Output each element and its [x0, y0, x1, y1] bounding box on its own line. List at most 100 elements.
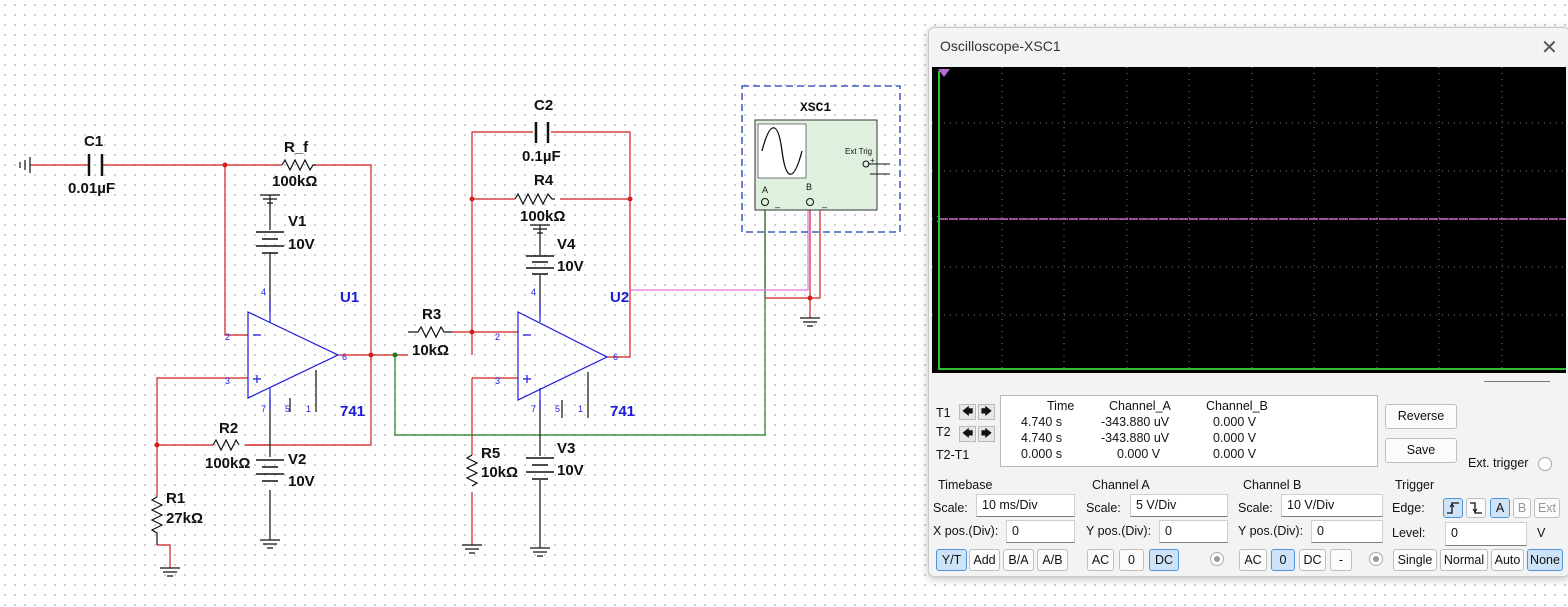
window-title: Oscilloscope-XSC1	[940, 38, 1061, 54]
channel-a-dc-button[interactable]: DC	[1149, 549, 1179, 571]
v2-value: 10V	[288, 473, 315, 490]
c2-value: 0.1µF	[522, 148, 561, 165]
timebase-scale-field[interactable]: 10 ms/Div	[976, 494, 1075, 517]
col-time: Time	[1047, 399, 1075, 413]
channel-b-ac-button[interactable]: AC	[1239, 549, 1267, 571]
pin-label: 6	[342, 352, 347, 362]
t1-left-arrow-icon[interactable]: 🡄	[959, 404, 976, 420]
pin-label: 3	[495, 376, 500, 386]
t2-time: 4.740 s	[1021, 431, 1063, 445]
t2-left-arrow-icon[interactable]: 🡄	[959, 426, 976, 442]
opamp-icon	[247, 300, 609, 410]
channel-b-marker	[936, 215, 941, 223]
magenta-wire	[630, 205, 809, 291]
save-button[interactable]: Save	[1385, 438, 1457, 463]
timebase-title: Timebase	[938, 478, 993, 492]
trigger-single-button[interactable]: Single	[1393, 549, 1437, 571]
pin-label: 6	[613, 352, 618, 362]
pin-label: 4	[531, 287, 536, 297]
ext-trigger-label: Ext. trigger	[1468, 456, 1529, 470]
mode-ba-button[interactable]: B/A	[1003, 549, 1034, 571]
channel-a-title: Channel A	[1092, 478, 1150, 492]
pin-b-minus: _	[821, 198, 828, 208]
r5-name: R5	[481, 445, 500, 462]
xsc1-label: XSC1	[800, 100, 831, 115]
trigger-level-field[interactable]: 0	[1445, 522, 1527, 546]
xpos-field[interactable]: 0	[1006, 520, 1075, 543]
channel-a-ac-button[interactable]: AC	[1087, 549, 1114, 571]
schematic-canvas[interactable]: 2 3 4 6 7 5 1 2 3 4 6 7 5 1 C1 0.01µF R_…	[0, 0, 930, 607]
trigger-source-ext-button[interactable]: Ext	[1534, 498, 1560, 518]
channel-b-scale-field[interactable]: 10 V/Div	[1281, 494, 1383, 517]
xsc1-instrument[interactable]: XSC1 Ext Trig + A B _ _	[741, 85, 901, 233]
t1-right-arrow-icon[interactable]: 🡆	[978, 404, 995, 420]
pin-b-label: B	[806, 182, 812, 192]
col-channel-b: Channel_B	[1206, 399, 1268, 413]
t1-channel-b: 0.000 V	[1213, 415, 1257, 429]
pin-a-label: A	[762, 185, 768, 195]
ext-trigger-radio[interactable]	[1538, 457, 1552, 471]
channel-a-ypos-label: Y pos.(Div):	[1086, 524, 1152, 538]
channel-b-zero-button[interactable]: 0	[1271, 549, 1295, 571]
trigger-none-button[interactable]: None	[1527, 549, 1563, 571]
t1-label: T1	[936, 406, 951, 420]
pin-label: 5	[555, 404, 560, 414]
title-bar[interactable]: Oscilloscope-XSC1 ✕	[929, 28, 1568, 66]
v2-name: V2	[288, 451, 306, 468]
reverse-button[interactable]: Reverse	[1385, 404, 1457, 429]
close-icon[interactable]: ✕	[1541, 37, 1558, 59]
xpos-label: X pos.(Div):	[933, 524, 999, 538]
trigger-source-b-button[interactable]: B	[1513, 498, 1531, 518]
c1-name: C1	[84, 133, 103, 150]
t2-t1-label: T2-T1	[936, 448, 970, 462]
c1-value: 0.01µF	[68, 180, 115, 197]
channel-b-radio[interactable]	[1369, 552, 1383, 566]
trigger-normal-button[interactable]: Normal	[1440, 549, 1488, 571]
scope-display[interactable]	[932, 67, 1566, 373]
diff-channel-a: 0.000 V	[1117, 447, 1161, 461]
falling-edge-icon[interactable]	[1466, 498, 1486, 518]
diff-time: 0.000 s	[1021, 447, 1063, 461]
trigger-auto-button[interactable]: Auto	[1491, 549, 1524, 571]
channel-b-title: Channel B	[1243, 478, 1302, 492]
rising-edge-icon[interactable]	[1443, 498, 1463, 518]
channel-a-scale-label: Scale:	[1086, 501, 1121, 515]
t2-right-arrow-icon[interactable]: 🡆	[978, 426, 995, 442]
pin-label: 5	[285, 404, 290, 414]
r3-name: R3	[422, 306, 441, 323]
resistor-icon	[150, 158, 555, 545]
v4-value: 10V	[557, 258, 584, 275]
channel-b-ypos-field[interactable]: 0	[1311, 520, 1383, 543]
cursor-t1-marker[interactable]	[938, 69, 950, 77]
v3-name: V3	[557, 440, 575, 457]
channel-b-scale-label: Scale:	[1238, 501, 1273, 515]
channel-a-radio[interactable]	[1210, 552, 1224, 566]
oscilloscope-window[interactable]: Oscilloscope-XSC1 ✕ T1 🡄 🡆 T2 🡄 🡆 T2-T1 …	[928, 27, 1568, 577]
pin-label: 4	[261, 287, 266, 297]
r5-value: 10kΩ	[481, 464, 518, 481]
ground-icon	[19, 157, 820, 577]
rf-value: 100kΩ	[272, 173, 317, 190]
channel-b-dc-button[interactable]: DC	[1299, 549, 1326, 571]
channel-a-scale-field[interactable]: 5 V/Div	[1130, 494, 1228, 517]
channel-a-ypos-field[interactable]: 0	[1159, 520, 1228, 543]
sine-wave-icon	[761, 127, 803, 175]
trigger-title: Trigger	[1395, 478, 1435, 492]
level-label: Level:	[1392, 526, 1426, 540]
pin-label: 1	[578, 404, 583, 414]
mode-add-button[interactable]: Add	[969, 549, 1000, 571]
channel-a-zero-button[interactable]: 0	[1119, 549, 1144, 571]
splitter[interactable]	[1484, 381, 1550, 382]
trigger-source-a-button[interactable]: A	[1490, 498, 1510, 518]
channel-b-minus-button[interactable]: -	[1330, 549, 1352, 571]
v1-value: 10V	[288, 236, 315, 253]
r3-value: 10kΩ	[412, 342, 449, 359]
mode-ab-button[interactable]: A/B	[1037, 549, 1068, 571]
v1-name: V1	[288, 213, 306, 230]
junctions	[154, 162, 813, 448]
r2-name: R2	[219, 420, 238, 437]
mode-yt-button[interactable]: Y/T	[936, 549, 967, 571]
col-channel-a: Channel_A	[1109, 399, 1171, 413]
battery-icon	[256, 231, 554, 482]
diff-channel-b: 0.000 V	[1213, 447, 1257, 461]
